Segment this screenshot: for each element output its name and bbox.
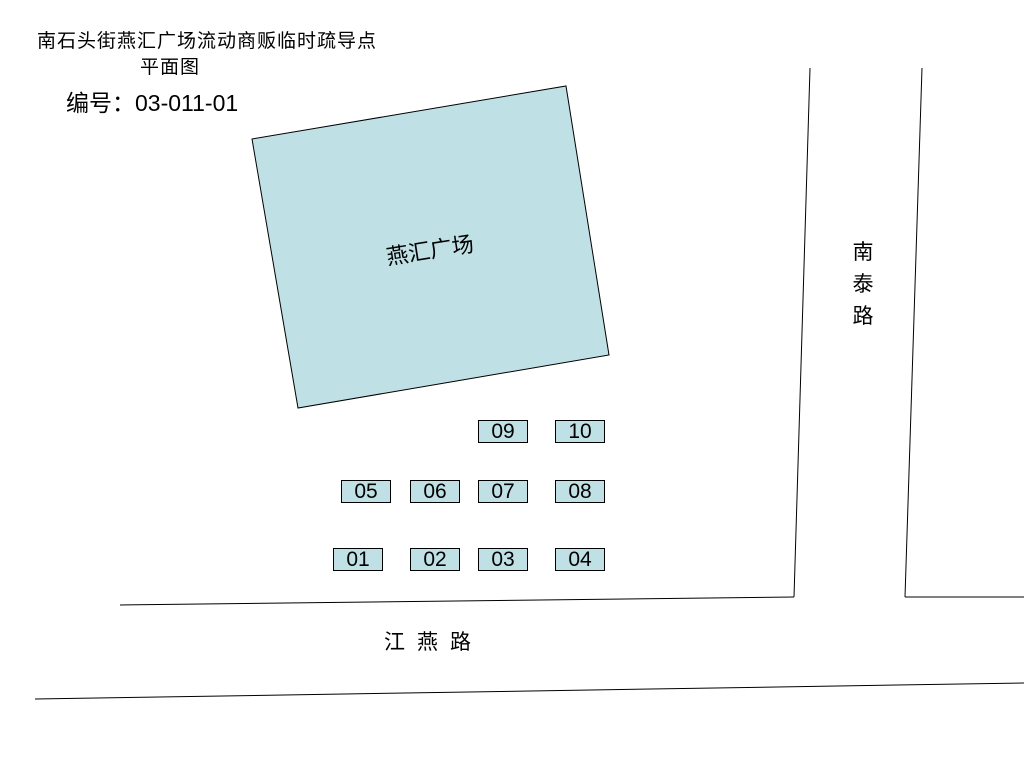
road-char: 南 — [852, 240, 874, 264]
stall-05: 05 — [341, 480, 391, 503]
road-edge-horizontal-bottom — [34, 682, 1024, 700]
road-char: 路 — [852, 304, 874, 328]
yanhui-plaza-building — [251, 85, 610, 409]
road-edge-vertical-right — [904, 67, 923, 598]
road-edge-horizontal-top-left — [119, 596, 795, 606]
plan-code-label: 编号：03-011-01 — [66, 90, 239, 116]
road-label-jiangyan: 江燕路 — [384, 630, 483, 654]
stall-06: 06 — [410, 480, 460, 503]
stall-07: 07 — [478, 480, 528, 503]
stall-04: 04 — [555, 548, 605, 571]
road-edge-vertical-left — [793, 67, 811, 598]
road-label-nantai: 南 泰 路 — [848, 236, 878, 332]
stall-09: 09 — [478, 420, 528, 443]
diagram-subtitle: 平面图 — [139, 56, 200, 78]
road-char: 泰 — [852, 272, 874, 296]
stall-03: 03 — [478, 548, 528, 571]
stall-08: 08 — [555, 480, 605, 503]
stall-02: 02 — [410, 548, 460, 571]
stall-01: 01 — [333, 548, 383, 571]
stall-10: 10 — [555, 420, 605, 443]
diagram-title: 南石头街燕汇广场流动商贩临时疏导点 — [36, 30, 377, 52]
